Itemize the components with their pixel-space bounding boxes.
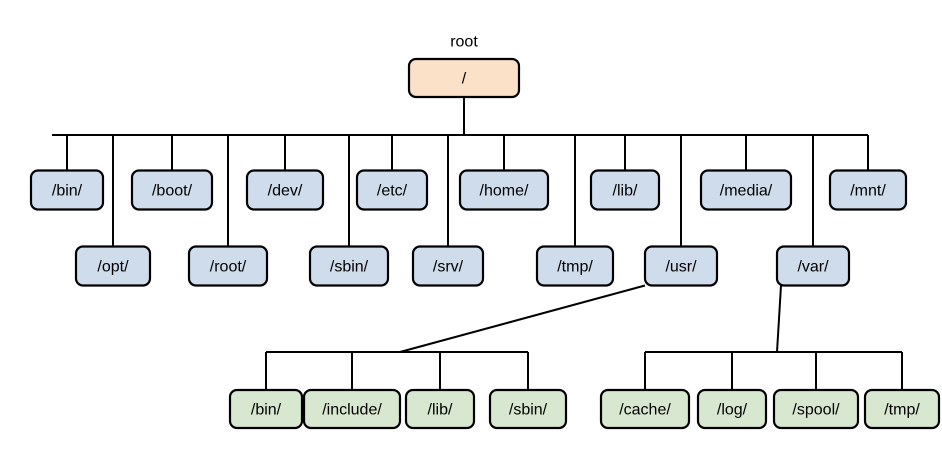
node-usr-bin-box[interactable] <box>228 388 304 430</box>
node-root-box[interactable] <box>187 245 269 287</box>
node-var-spool-box[interactable] <box>772 388 860 430</box>
node-root-label: / <box>462 71 467 88</box>
node-opt-box[interactable] <box>74 245 152 287</box>
node-var-log[interactable]: /log/ <box>696 388 768 430</box>
node-var-tmp-label: /tmp/ <box>884 402 920 419</box>
node-media-label: /media/ <box>720 183 773 200</box>
node-srv[interactable]: /srv/ <box>411 245 485 287</box>
node-usr[interactable]: /usr/ <box>643 245 719 287</box>
node-usr-sbin[interactable]: /sbin/ <box>488 388 568 430</box>
node-dev-box[interactable] <box>245 169 325 211</box>
node-root[interactable]: / <box>407 57 521 99</box>
node-var-spool[interactable]: /spool/ <box>772 388 860 430</box>
node-var-log-label: /log/ <box>717 402 748 419</box>
node-var-tmp-box[interactable] <box>863 388 941 430</box>
node-usr-bin[interactable]: /bin/ <box>228 388 304 430</box>
node-usr-sbin-box[interactable] <box>488 388 568 430</box>
node-lib-box[interactable] <box>589 169 661 211</box>
node-dev[interactable]: /dev/ <box>245 169 325 211</box>
node-usr-box[interactable] <box>643 245 719 287</box>
node-mnt-label: /mnt/ <box>850 183 886 200</box>
node-usr-lib[interactable]: /lib/ <box>404 388 476 430</box>
node-var-spool-label: /spool/ <box>792 402 840 419</box>
node-usr-label: /usr/ <box>665 259 697 276</box>
var-diagonal-connector <box>776 285 782 353</box>
node-var[interactable]: /var/ <box>775 245 851 287</box>
node-boot-box[interactable] <box>130 169 214 211</box>
node-mnt-box[interactable] <box>828 169 908 211</box>
node-var-cache[interactable]: /cache/ <box>599 388 691 430</box>
node-dev-label: /dev/ <box>268 183 303 200</box>
node-srv-label: /srv/ <box>433 259 464 276</box>
node-etc-box[interactable] <box>355 169 429 211</box>
node-usr-sbin-label: /sbin/ <box>509 402 548 419</box>
node-home[interactable]: /home/ <box>458 169 550 211</box>
node-var-cache-label: /cache/ <box>619 402 671 419</box>
node-usr-include-box[interactable] <box>302 388 402 430</box>
node-tmp[interactable]: /tmp/ <box>535 245 615 287</box>
node-opt-label: /opt/ <box>97 259 129 276</box>
node-home-label: /home/ <box>480 183 529 200</box>
node-var-cache-box[interactable] <box>599 388 691 430</box>
nodes-layer: / /bin/ /boot/ /dev/ /etc/ /home/ /lib/ /media/… <box>29 34 941 430</box>
node-boot-label: /boot/ <box>152 183 193 200</box>
node-etc[interactable]: /etc/ <box>355 169 429 211</box>
node-etc-label: /etc/ <box>377 183 408 200</box>
node-root-label: /root/ <box>210 259 247 276</box>
node-bin-box[interactable] <box>29 169 105 211</box>
node-var-label: /var/ <box>797 259 829 276</box>
node-sbin-label: /sbin/ <box>330 259 369 276</box>
node-usr-bin-label: /bin/ <box>251 402 282 419</box>
node-mnt[interactable]: /mnt/ <box>828 169 908 211</box>
node-lib[interactable]: /lib/ <box>589 169 661 211</box>
edges-layer <box>52 97 903 390</box>
node-var-tmp[interactable]: /tmp/ <box>863 388 941 430</box>
node-tmp-label: /tmp/ <box>557 259 593 276</box>
node-usr-lib-box[interactable] <box>404 388 476 430</box>
node-bin[interactable]: /bin/ <box>29 169 105 211</box>
node-root-box[interactable] <box>407 57 521 99</box>
node-srv-box[interactable] <box>411 245 485 287</box>
node-var-log-box[interactable] <box>696 388 768 430</box>
usr-diagonal-connector <box>399 284 646 353</box>
node-usr-include[interactable]: /include/ <box>302 388 402 430</box>
node-sbin[interactable]: /sbin/ <box>308 245 390 287</box>
node-root[interactable]: /root/ <box>187 245 269 287</box>
node-home-box[interactable] <box>458 169 550 211</box>
node-bin-label: /bin/ <box>52 183 83 200</box>
node-opt[interactable]: /opt/ <box>74 245 152 287</box>
node-sbin-box[interactable] <box>308 245 390 287</box>
node-var-box[interactable] <box>775 245 851 287</box>
node-usr-lib-label: /lib/ <box>428 402 453 419</box>
root-caption: root <box>450 34 478 51</box>
node-media-box[interactable] <box>699 169 793 211</box>
node-boot[interactable]: /boot/ <box>130 169 214 211</box>
node-usr-include-label: /include/ <box>322 402 382 419</box>
node-tmp-box[interactable] <box>535 245 615 287</box>
node-media[interactable]: /media/ <box>699 169 793 211</box>
node-lib-label: /lib/ <box>613 183 638 200</box>
